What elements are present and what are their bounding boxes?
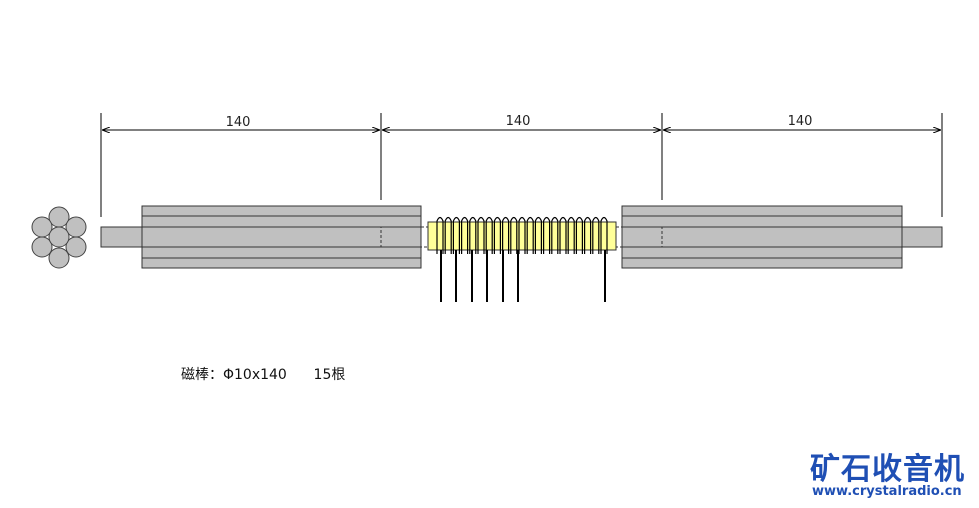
dimension-label-middle: 140: [506, 114, 531, 129]
dimension-label-right: 140: [788, 114, 813, 129]
left-rod-bundle: [141, 205, 422, 269]
coil-turn: [543, 216, 551, 254]
rod-spec-text: 磁棒：Φ10x140: [181, 367, 287, 383]
dimension-extension-lines: [100, 113, 943, 217]
coil-turn: [510, 216, 518, 254]
coil-turn: [567, 216, 575, 254]
coil-taps: [440, 250, 606, 302]
coil-windings: [436, 216, 608, 254]
caption: 磁棒：Φ10x140 15根: [181, 364, 345, 384]
coil-turn: [518, 216, 526, 254]
center-rod: [100, 226, 943, 248]
rod-count-text: 15根: [313, 367, 346, 383]
watermark-title: 矿石收音机: [810, 452, 965, 487]
coil-turn: [485, 216, 493, 254]
right-rod-bundle: [621, 205, 903, 269]
coil-turn: [493, 216, 501, 254]
coil-turn: [559, 216, 567, 254]
coil-turn: [575, 216, 583, 254]
coil-turn: [592, 216, 600, 254]
coil-turn: [502, 216, 510, 254]
coil-turn: [584, 216, 592, 254]
coil-turn: [600, 216, 608, 254]
coil-turn: [551, 216, 559, 254]
coil-turn: [452, 216, 460, 254]
coil-turn: [534, 216, 542, 254]
coil-turn: [469, 216, 477, 254]
watermark-url: www.crystalradio.cn: [812, 484, 962, 499]
coil-turn: [461, 216, 469, 254]
dimension-label-left: 140: [226, 115, 251, 130]
rod-bundle-cross-section-icon: [31, 206, 87, 269]
coil-turn: [477, 216, 485, 254]
coil-turn: [526, 216, 534, 254]
coil-turn: [436, 216, 444, 254]
coil-turn: [444, 216, 452, 254]
coil-former: [427, 221, 617, 251]
